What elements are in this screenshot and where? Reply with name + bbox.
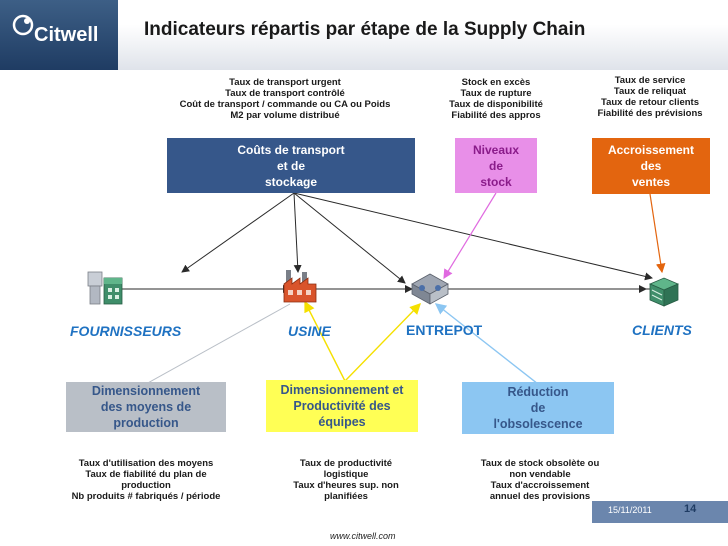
indicator-line: production xyxy=(121,480,171,491)
warehouse-icon xyxy=(410,270,450,306)
logo-icon xyxy=(12,14,34,36)
footer-date: 15/11/2011 xyxy=(608,505,652,515)
production-sizing-box: Dimensionnement des moyens de production xyxy=(66,382,226,432)
suppliers-label: FOURNISSEURS xyxy=(70,323,182,339)
indicator-line: Taux d'accroissement xyxy=(490,480,590,491)
obsolescence-reduction-box: Réduction de l'obsolescence xyxy=(462,382,614,434)
box-line: Dimensionnement xyxy=(91,384,201,398)
clients-icon xyxy=(648,276,680,308)
stock-level-box: Niveaux de stock xyxy=(455,138,537,193)
indicator-line: planifiées xyxy=(324,491,368,502)
page-title: Indicateurs répartis par étape de la Sup… xyxy=(144,19,586,40)
indicator-line: logistique xyxy=(323,469,369,480)
indicator-line: M2 par volume distribué xyxy=(230,110,340,121)
box-line: stockage xyxy=(264,174,318,189)
factory-label: USINE xyxy=(288,323,331,339)
indicator-line: annuel des provisions xyxy=(489,491,591,502)
indicator-line: Taux de disponibilité xyxy=(449,99,543,110)
box-line: de xyxy=(488,158,503,173)
sales-growth-box: Accroissement des ventes xyxy=(592,138,710,194)
box-line: l'obsolescence xyxy=(493,417,583,431)
page-number: 14 xyxy=(684,503,697,515)
indicator-line: Fiabilité des prévisions xyxy=(597,108,703,119)
indicator-line: Taux de transport contrôlé xyxy=(225,88,345,99)
box-line: Coûts de transport xyxy=(237,142,345,157)
footer-url[interactable]: www.citwell.com xyxy=(330,531,396,541)
factory-icon xyxy=(280,268,320,308)
supplier-icon xyxy=(86,268,126,308)
production-indicators: Taux d'utilisation des moyens Taux de fi… xyxy=(52,458,240,502)
box-line: et de xyxy=(276,158,305,173)
box-line: équipes xyxy=(318,415,366,429)
indicator-line: Taux de stock obsolète ou xyxy=(480,458,600,469)
warehouse-label: ENTREPOT xyxy=(406,322,483,338)
transport-cost-box: Coûts de transport et de stockage xyxy=(167,138,415,193)
box-line: Dimensionnement et xyxy=(280,383,404,397)
box-line: ventes xyxy=(631,175,671,189)
indicator-line: non vendable xyxy=(509,469,571,480)
indicator-line: Taux d'heures sup. non xyxy=(293,480,399,491)
indicator-line: Taux de service xyxy=(614,75,686,86)
indicator-line: Taux de retour clients xyxy=(600,97,699,108)
box-line: stock xyxy=(480,174,512,189)
indicator-line: Taux de reliquat xyxy=(613,86,687,97)
box-line: des moyens de xyxy=(100,400,192,414)
footer-date-bar xyxy=(592,501,728,523)
box-line: de xyxy=(530,401,546,415)
indicator-line: Taux de fiabilité du plan de xyxy=(85,469,207,480)
teams-productivity-box: Dimensionnement et Productivité des équi… xyxy=(266,380,418,432)
stock-indicators: Stock en excès Taux de rupture Taux de d… xyxy=(435,77,557,121)
logo-text: Citwell xyxy=(34,24,99,46)
indicator-line: Fiabilité des appros xyxy=(451,110,541,121)
teams-indicators: Taux de productivité logistique Taux d'h… xyxy=(276,458,416,502)
logo-panel xyxy=(0,0,118,70)
box-line: Accroissement xyxy=(607,143,695,157)
service-indicators: Taux de service Taux de reliquat Taux de… xyxy=(586,75,714,119)
indicator-line: Taux de productivité xyxy=(299,458,393,469)
header-bar xyxy=(0,0,728,70)
box-line: Productivité des xyxy=(293,399,391,413)
transport-indicators: Taux de transport urgent Taux de transpo… xyxy=(160,77,410,121)
indicator-line: Taux de transport urgent xyxy=(229,77,341,88)
box-line: Niveaux xyxy=(472,142,520,157)
clients-label: CLIENTS xyxy=(632,322,692,338)
indicator-line: Nb produits # fabriqués / période xyxy=(71,491,221,502)
box-line: Réduction xyxy=(507,385,569,399)
obsolescence-indicators: Taux de stock obsolète ou non vendable T… xyxy=(466,458,614,502)
indicator-line: Taux de rupture xyxy=(460,88,532,99)
box-line: production xyxy=(113,416,179,430)
indicator-line: Stock en excès xyxy=(461,77,531,88)
indicator-line: Taux d'utilisation des moyens xyxy=(78,458,214,469)
box-line: des xyxy=(640,159,662,173)
indicator-line: Coût de transport / commande ou CA ou Po… xyxy=(179,99,391,110)
